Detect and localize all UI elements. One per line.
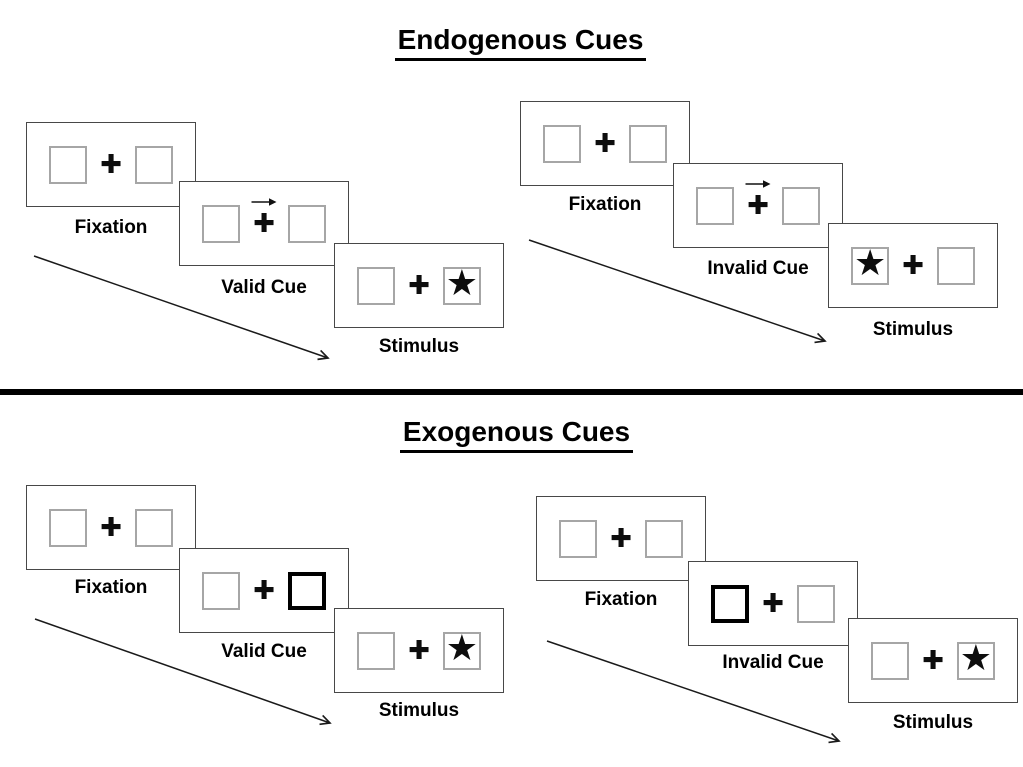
fixation-cross: ✚ bbox=[408, 635, 430, 666]
target-star-box: ★ bbox=[442, 628, 481, 670]
frame-panel-fixation: ✚ bbox=[26, 122, 196, 207]
fixation-cross: ✚ bbox=[253, 575, 275, 606]
placeholder-box-left bbox=[357, 631, 396, 670]
cue-direction-arrow-icon bbox=[251, 197, 277, 206]
section-title-text: Endogenous Cues bbox=[394, 24, 647, 61]
fixation-cross: ✚ bbox=[100, 149, 122, 180]
cue-cross-group: ✚ bbox=[251, 197, 277, 239]
target-star: ★ bbox=[445, 628, 479, 669]
placeholder-box-right bbox=[644, 519, 683, 558]
cue-direction-arrow-icon bbox=[745, 179, 771, 188]
target-star: ★ bbox=[959, 638, 993, 679]
frame-panel-fixation: ✚ bbox=[536, 496, 706, 581]
frame-panel-stimulus: ★ ✚ bbox=[828, 223, 998, 308]
frame-panel-fixation: ✚ bbox=[520, 101, 690, 186]
cue-highlight-box bbox=[287, 571, 326, 610]
target-star: ★ bbox=[445, 263, 479, 304]
target-star-box: ★ bbox=[956, 638, 995, 680]
frame-label: Stimulus bbox=[378, 700, 460, 721]
timeline-arrow-icon bbox=[546, 640, 841, 744]
timeline-arrow-icon bbox=[34, 618, 332, 726]
target-star-box: ★ bbox=[851, 243, 890, 285]
placeholder-box-right bbox=[628, 124, 667, 163]
placeholder-box-left bbox=[543, 124, 582, 163]
frame-label: Stimulus bbox=[872, 319, 954, 340]
placeholder-box-left bbox=[202, 204, 241, 243]
fixation-cross: ✚ bbox=[922, 645, 944, 676]
placeholder-box-right bbox=[287, 204, 326, 243]
placeholder-box-right bbox=[796, 584, 835, 623]
frame-panel-stimulus: ✚ ★ bbox=[848, 618, 1018, 703]
placeholder-box-left bbox=[357, 266, 396, 305]
placeholder-box-right bbox=[936, 246, 975, 285]
target-star: ★ bbox=[853, 243, 887, 284]
section-title-exogenous: Exogenous Cues bbox=[5, 416, 1023, 453]
cue-highlight-box bbox=[711, 584, 750, 623]
fixation-cross: ✚ bbox=[100, 512, 122, 543]
fixation-cross: ✚ bbox=[408, 270, 430, 301]
frame-label: Fixation bbox=[568, 194, 642, 215]
timeline-arrow-icon bbox=[528, 239, 827, 344]
placeholder-box-left bbox=[696, 186, 735, 225]
placeholder-box-left bbox=[49, 145, 88, 184]
fixation-cross: ✚ bbox=[610, 523, 632, 554]
frame-panel-stimulus: ✚ ★ bbox=[334, 243, 504, 328]
frame-label: Valid Cue bbox=[221, 277, 307, 298]
section-divider bbox=[0, 389, 1023, 395]
placeholder-box-left bbox=[202, 571, 241, 610]
cue-cross-group: ✚ bbox=[745, 179, 771, 221]
target-star-box: ★ bbox=[442, 263, 481, 305]
frame-label: Invalid Cue bbox=[722, 652, 824, 673]
placeholder-box-left bbox=[49, 508, 88, 547]
frame-label: Fixation bbox=[584, 589, 658, 610]
frame-panel-invalid-cue: ✚ bbox=[688, 561, 858, 646]
frame-panel-stimulus: ✚ ★ bbox=[334, 608, 504, 693]
placeholder-box-right bbox=[134, 508, 173, 547]
frame-panel-valid-cue: ✚ bbox=[179, 548, 349, 633]
frame-panel-valid-cue: ✚ bbox=[179, 181, 349, 266]
placeholder-box-right bbox=[134, 145, 173, 184]
frame-label: Stimulus bbox=[892, 712, 974, 733]
frame-label: Invalid Cue bbox=[707, 258, 809, 279]
placeholder-box-left bbox=[871, 641, 910, 680]
fixation-cross: ✚ bbox=[902, 250, 924, 281]
fixation-cross: ✚ bbox=[594, 128, 616, 159]
frame-label: Fixation bbox=[74, 577, 148, 598]
fixation-cross: ✚ bbox=[253, 208, 275, 239]
frame-label: Valid Cue bbox=[221, 641, 307, 662]
section-title-text: Exogenous Cues bbox=[399, 416, 634, 453]
placeholder-box-right bbox=[781, 186, 820, 225]
section-title-endogenous: Endogenous Cues bbox=[9, 24, 1023, 61]
frame-panel-fixation: ✚ bbox=[26, 485, 196, 570]
placeholder-box-left bbox=[559, 519, 598, 558]
frame-label: Fixation bbox=[74, 217, 148, 238]
fixation-cross: ✚ bbox=[747, 190, 769, 221]
timeline-arrow-icon bbox=[33, 255, 330, 361]
frame-panel-invalid-cue: ✚ bbox=[673, 163, 843, 248]
fixation-cross: ✚ bbox=[762, 588, 784, 619]
frame-label: Stimulus bbox=[378, 336, 460, 357]
